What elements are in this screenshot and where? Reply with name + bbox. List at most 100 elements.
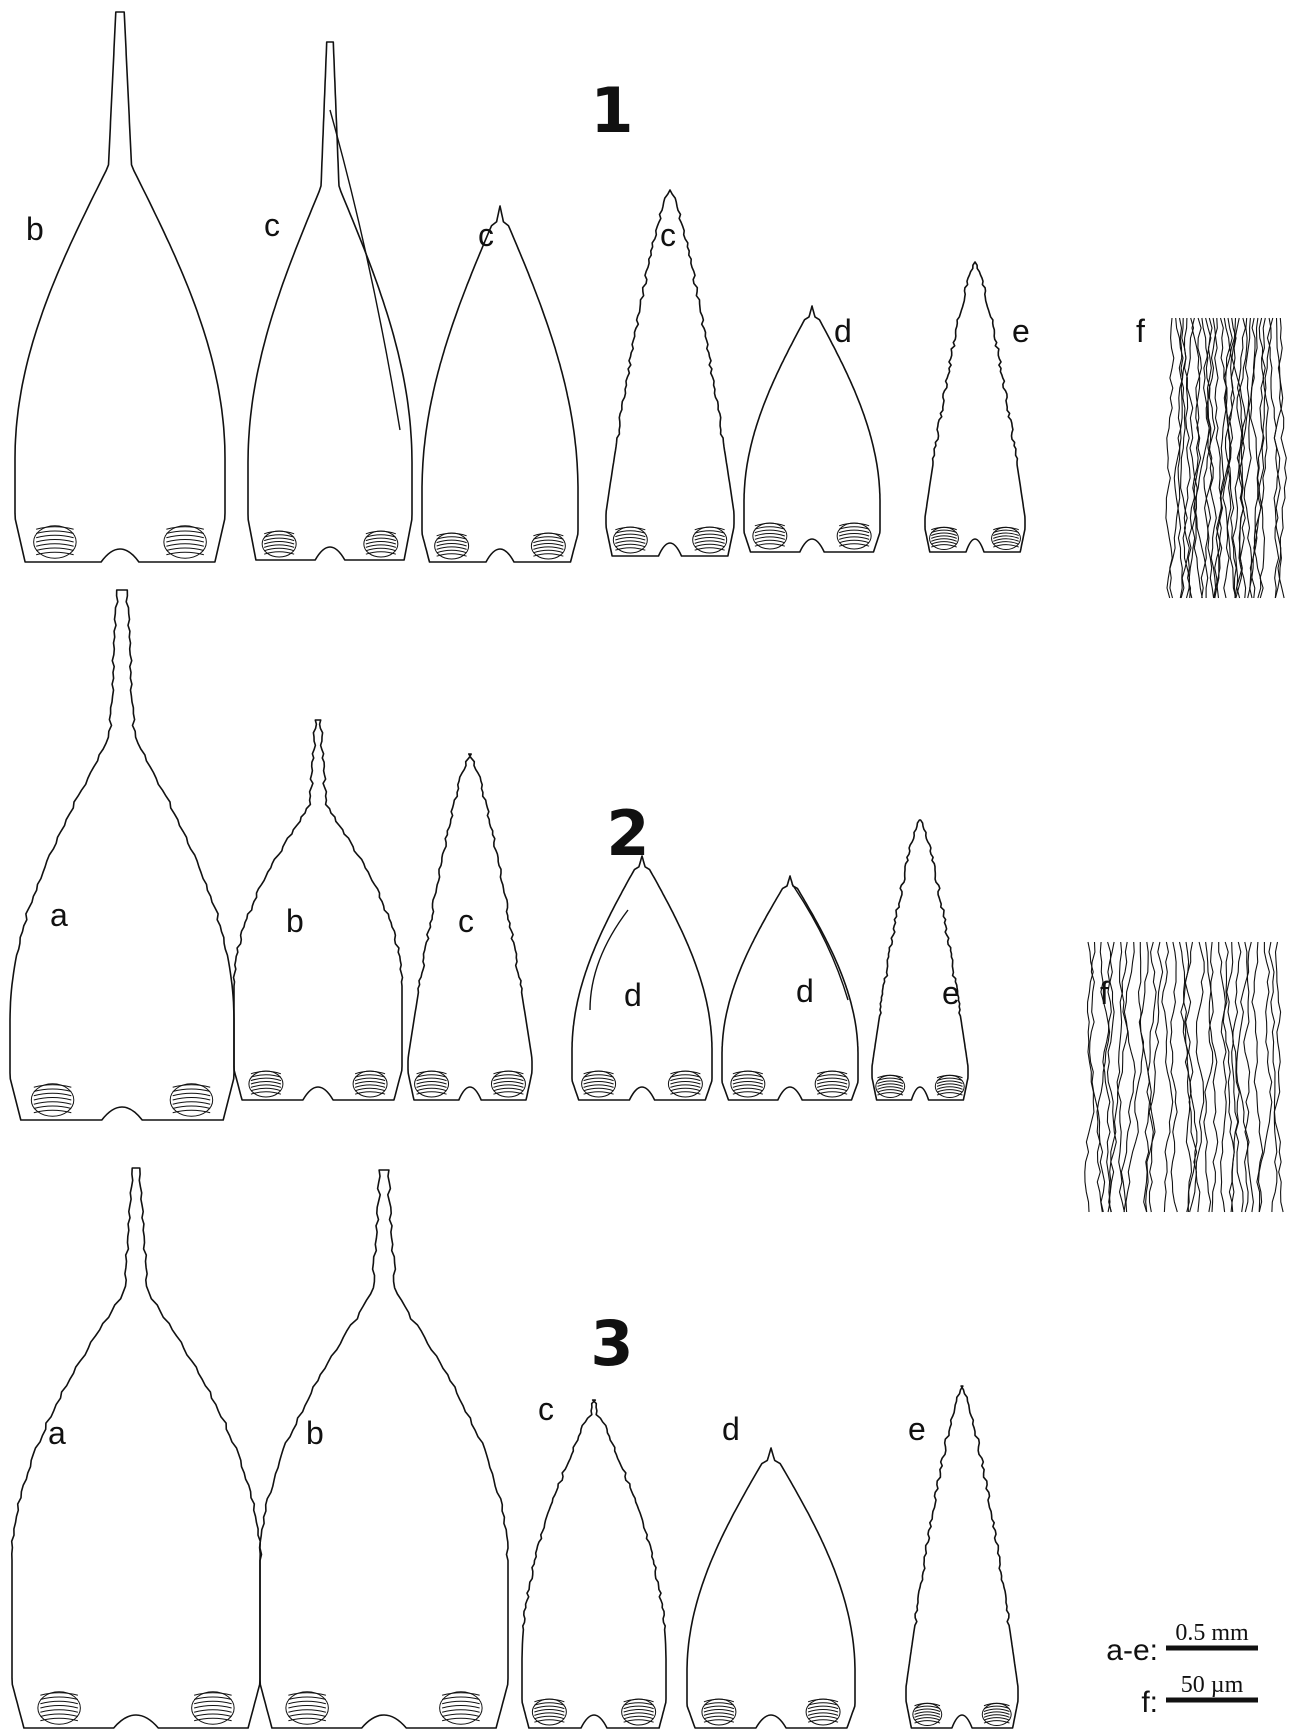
alar-cell-outline [30,1083,75,1117]
alar-cell-row [993,535,1019,539]
alar-cell-row [983,1705,1010,1710]
alar-cell-row [839,526,870,530]
alar-cell-row [807,1705,839,1710]
alar-cell-row [172,1084,211,1088]
panel-label: b [26,211,44,247]
panel-label: d [796,973,814,1009]
alar-cell-cluster [439,1691,483,1725]
alar-cell-row [166,543,204,547]
alar-cell-row [670,1087,701,1092]
alar-cell-row [615,530,646,534]
alar-cell-cluster [434,532,470,560]
alar-cell-row [166,551,204,556]
alar-cell-row [983,1720,1010,1724]
alar-cell-row [194,1709,232,1713]
alar-cell-cluster [169,1083,214,1117]
alar-cell-row [288,1700,326,1705]
alar-cell-row [436,536,467,540]
alar-cell-row [877,1083,904,1087]
cell-wall-line [1161,941,1174,1213]
alar-cell-row [839,539,870,544]
alar-cell-row [931,532,957,536]
alar-cell-row [166,526,204,530]
alar-cell-cluster [352,1070,388,1098]
alar-cell-row [194,1717,232,1722]
cell-wall-line [1226,941,1239,1213]
alar-cell-row [533,546,564,550]
cell-wall-line [1187,317,1202,599]
alar-cell-row [264,537,295,542]
alar-cell-row [365,541,396,545]
alar-cell-row [534,1698,565,1703]
alar-cell-row [365,551,396,555]
alar-cell-row [416,1077,447,1082]
alar-cell-row [670,1077,701,1082]
alar-cell-outline [285,1691,329,1725]
alar-cell-row [166,547,204,551]
alar-cell-row [583,1077,614,1082]
alar-cell-row [936,1086,963,1090]
alar-cell-row [817,1070,848,1075]
alar-cell-row [436,539,467,544]
panel-label: c [538,1391,554,1427]
alar-cell-row [936,1083,963,1087]
alar-cell-row [33,1109,72,1114]
cell-wall-line [1193,317,1218,599]
alar-cell-row [250,1084,282,1088]
alar-cell-cluster [261,530,297,558]
alar-cell-cluster [692,526,728,554]
panel-label: c [478,217,494,253]
alar-cell-row [493,1087,524,1092]
alar-cell-row [732,1070,763,1075]
alar-cell-row [877,1077,904,1082]
leaf-outline [14,11,226,563]
alar-cell-row [33,1092,72,1097]
panel-label: d [834,313,852,349]
alar-cell-row [493,1074,524,1078]
alar-cell-row [807,1719,839,1723]
alar-cell-row [583,1091,614,1095]
alar-cell-row [264,547,295,552]
alar-cell-cluster [934,1074,965,1098]
alar-cell-row [754,533,785,537]
alar-cell-row [194,1705,232,1709]
panel-label: b [286,903,304,939]
alar-cell-row [754,536,785,540]
alar-cell-row [703,1698,735,1703]
cell-wall-line [1125,941,1149,1213]
alar-cell-row [732,1087,763,1092]
alar-cell-row [264,534,295,538]
alar-cell-row [288,1696,326,1700]
alar-cell-row [817,1087,848,1092]
alar-cell-outline [191,1691,235,1725]
leaf-fold-line [589,909,629,1011]
alar-cell-row [914,1711,941,1715]
alar-cell-row [493,1077,524,1082]
alar-cell-row [703,1712,735,1716]
alar-cell-row [442,1696,480,1700]
alar-cell-cluster [37,1691,81,1725]
leaf-outline [10,1167,262,1729]
alar-cell-row [250,1070,282,1075]
alar-cell-row [442,1705,480,1709]
alar-cell-row [754,543,785,547]
alar-cell-row [288,1692,326,1696]
cell-wall-line [1220,941,1229,1213]
alar-cell-row [807,1709,839,1713]
cell-wall-line [1223,317,1237,599]
leaf-outline [905,1385,1019,1729]
cell-wall-line [1200,317,1212,599]
alar-cell-row [33,1084,72,1088]
alar-cell-row [36,551,74,556]
alar-cell-row [807,1712,839,1716]
alar-cell-row [416,1070,447,1075]
cell-wall-line [1203,317,1217,599]
alar-cell-row [442,1692,480,1696]
alar-cell-row [40,1705,78,1709]
alar-cell-row [914,1705,941,1710]
cell-wall-line [1258,317,1266,599]
alar-cell-row [936,1080,963,1084]
cell-wall-line [1271,941,1282,1213]
cell-wall-line [1253,317,1269,599]
alar-cell-row [694,543,725,548]
